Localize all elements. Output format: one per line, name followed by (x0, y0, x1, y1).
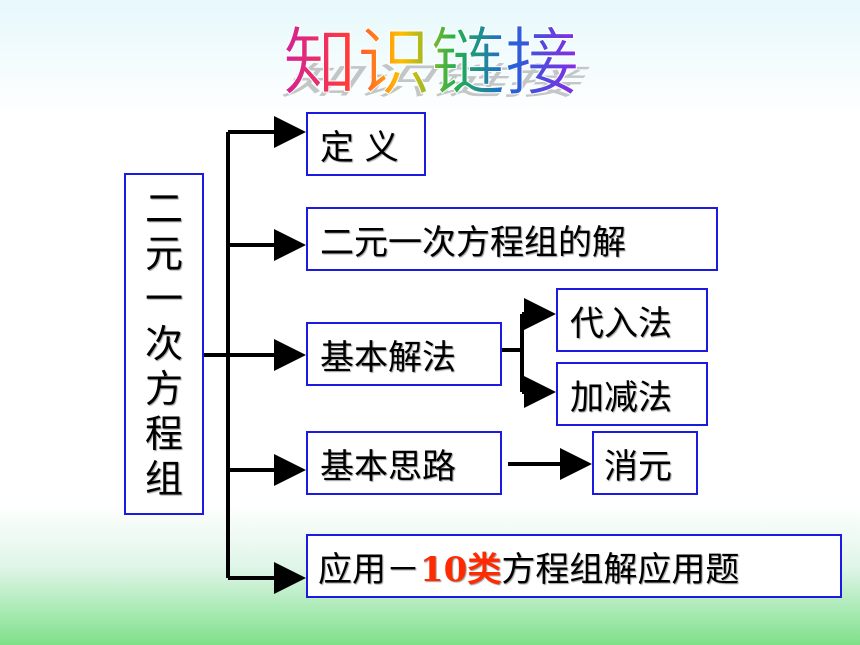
application-highlight: 10类 (420, 549, 502, 590)
basic-method-box: 基本解法 (306, 322, 502, 386)
root-char: 程 (144, 412, 183, 456)
root-char: 组 (144, 457, 183, 501)
root-box: 二 元 一 次 方 程 组 (124, 173, 204, 515)
basic-idea-box: 基本思路 (306, 431, 502, 495)
solution-label: 二元一次方程组的解 (320, 222, 626, 263)
root-char: 元 (144, 232, 183, 276)
basic-idea-label: 基本思路 (320, 446, 456, 487)
definition-box: 定 义 (306, 112, 426, 176)
application-prefix: 应用－ (318, 549, 420, 590)
elimination-add-label: 加减法 (570, 377, 672, 418)
eliminate-box: 消元 (592, 431, 698, 495)
root-char: 二 (144, 187, 183, 231)
substitution-box: 代入法 (556, 288, 708, 352)
elimination-add-box: 加减法 (556, 362, 708, 426)
application-suffix: 方程组解应用题 (501, 549, 740, 590)
definition-label: 定 义 (320, 127, 399, 168)
root-char: 次 (144, 322, 183, 366)
solution-box: 二元一次方程组的解 (306, 207, 718, 271)
page-title: 知识链接 知识链接 (274, 20, 600, 106)
basic-method-label: 基本解法 (320, 337, 456, 378)
root-char: 一 (144, 277, 183, 321)
root-char: 方 (144, 367, 183, 411)
title-text: 知识链接 (283, 20, 579, 105)
application-box: 应用－10类方程组解应用题 (306, 534, 842, 598)
eliminate-label: 消元 (604, 446, 672, 487)
substitution-label: 代入法 (570, 303, 672, 344)
title-shadow: 知识链接 (274, 60, 600, 103)
